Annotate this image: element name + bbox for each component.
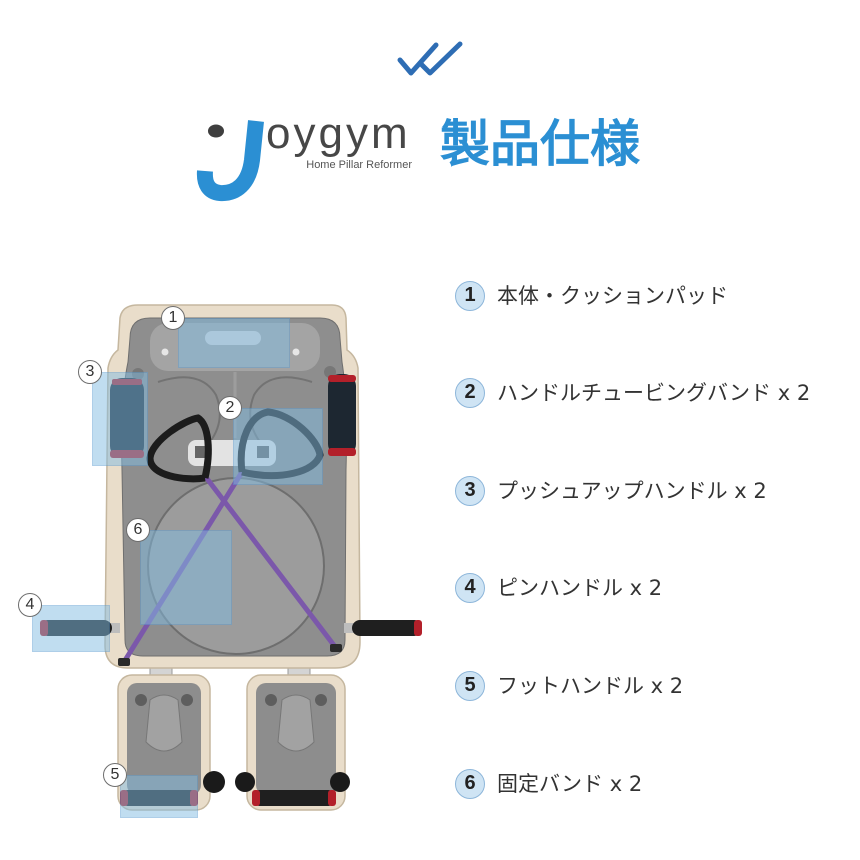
foot-handle-cap <box>328 790 336 806</box>
callout-badge-2: 2 <box>218 396 242 420</box>
callout-badge-4: 4 <box>18 593 42 617</box>
logo-j-stroke <box>196 120 264 202</box>
callout-badge-5: 5 <box>103 763 127 787</box>
foot-pad-contour <box>145 694 183 752</box>
push-up-ring <box>328 448 356 456</box>
spec-item: 2 ハンドルチュービングバンド x 2 <box>455 377 810 409</box>
callout-badge-6: 6 <box>126 518 150 542</box>
spec-number-badge: 2 <box>455 378 485 408</box>
spec-label: ピンハンドル x 2 <box>497 576 663 600</box>
spec-item: 6 固定バンド x 2 <box>455 768 642 800</box>
foot-handle-grip <box>252 790 336 806</box>
double-check-icon <box>397 41 463 76</box>
logo-tagline: Home Pillar Reformer <box>306 159 412 171</box>
foot-handle-cap <box>252 790 260 806</box>
foot-pad-hole <box>135 694 147 706</box>
band-anchor <box>330 644 342 652</box>
logo-wordmark: oygym <box>266 109 411 158</box>
logo-dot <box>208 124 224 138</box>
spec-number-badge: 3 <box>455 476 485 506</box>
callout-box-5 <box>120 775 198 818</box>
check-mark-second <box>418 41 463 76</box>
foot-unit-right <box>235 674 350 811</box>
foot-pad-hole <box>265 694 277 706</box>
callout-box-6 <box>140 530 232 625</box>
foot-handle-right <box>252 790 336 806</box>
foot-wheel <box>235 772 255 792</box>
band-anchor <box>118 658 130 666</box>
pin-connector <box>344 623 356 633</box>
callout-badge-1: 1 <box>161 306 185 330</box>
spec-label: フットハンドル x 2 <box>497 674 684 698</box>
foot-pad-hole <box>315 694 327 706</box>
push-up-ring <box>328 375 356 382</box>
pin-connector <box>106 623 120 633</box>
joygym-j-logo-icon <box>196 120 264 202</box>
pin-grip <box>352 620 422 636</box>
qr-code-icon <box>195 446 207 458</box>
spec-number-badge: 6 <box>455 769 485 799</box>
foot-pad-contour <box>277 694 315 752</box>
shoulder-contour-left <box>157 376 221 443</box>
foot-pad-hole <box>181 694 193 706</box>
headrest-screw <box>292 348 300 356</box>
pin-cap <box>414 620 422 636</box>
spec-label: 本体・クッションパッド <box>497 284 728 308</box>
foot-wheel <box>203 771 225 793</box>
page-title: 製品仕様 <box>440 115 640 173</box>
spec-item: 5 フットハンドル x 2 <box>455 670 683 702</box>
spec-label: 固定バンド x 2 <box>497 772 643 796</box>
callout-badge-3: 3 <box>78 360 102 384</box>
pin-handle-right <box>344 620 422 636</box>
spec-item: 3 プッシュアップハンドル x 2 <box>455 475 767 507</box>
spec-label: ハンドルチュービングバンド x 2 <box>497 381 811 405</box>
tubing-handle-left <box>146 414 212 483</box>
callout-box-4 <box>32 605 110 652</box>
callout-box-3 <box>92 372 148 466</box>
spec-number-badge: 5 <box>455 671 485 701</box>
fixing-band-a <box>202 473 339 651</box>
check-mark-first <box>397 42 439 76</box>
push-up-handle-right <box>324 366 356 456</box>
spec-item: 1 本体・クッションパッド <box>455 280 728 312</box>
headrest-screw <box>161 348 169 356</box>
push-up-grip <box>328 374 356 456</box>
spec-label: プッシュアップハンドル x 2 <box>497 479 767 503</box>
spec-number-badge: 1 <box>455 281 485 311</box>
spec-number-badge: 4 <box>455 573 485 603</box>
callout-box-2 <box>233 408 323 485</box>
foot-wheel <box>330 772 350 792</box>
spec-item: 4 ピンハンドル x 2 <box>455 572 662 604</box>
callout-box-1 <box>178 318 290 368</box>
